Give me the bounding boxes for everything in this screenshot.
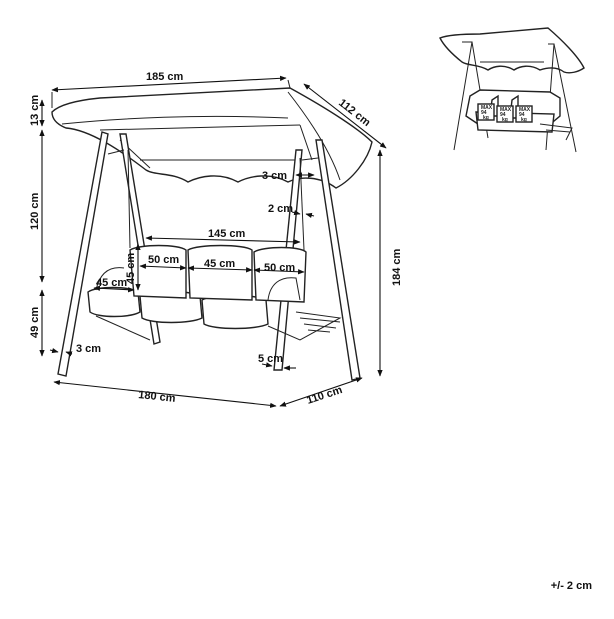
thumb-label-2-line1: MAX [500,107,512,113]
label-canopy-width: 185 cm [146,71,184,83]
left-leg-front [57,131,109,377]
label-base-depth: 110 cm [305,384,344,407]
thumb-label-2-line3: kg [502,117,508,123]
label-canopy-gap: 3 cm [262,170,287,182]
thumb-label-3-line1: MAX [519,107,531,113]
label-seat-left: 50 cm [148,254,179,266]
label-seat-depth: 45 cm [96,277,127,289]
label-seat-right: 50 cm [264,262,295,274]
label-bench-width: 145 cm [208,228,246,240]
label-post-width: 2 cm [268,203,293,215]
label-seat-middle: 45 cm [204,258,235,270]
thumbnail-swing: MAX 94 kg MAX 94 kg MAX 94 kg [439,27,585,153]
label-upper-height: 120 cm [29,192,41,230]
label-canopy-height: 13 cm [29,95,41,126]
label-total-height: 184 cm [391,248,403,286]
thumb-label-3-line2: 94 [519,112,525,118]
dimension-lines [39,75,387,408]
tolerance-note: +/- 2 cm [550,580,592,592]
label-seat-height: 49 cm [29,307,41,338]
thumb-label-1-line1: MAX [481,105,493,111]
seat-bench [87,149,342,341]
thumb-label-2-line2: 94 [500,112,506,118]
swing-frame-drawing [51,87,373,381]
label-base-width: 180 cm [138,389,177,405]
thumb-label-1-line2: 94 [481,110,487,116]
thumb-label-1-line3: kg [483,115,489,121]
thumb-label-3-line3: kg [521,117,527,123]
label-foot-width-right: 5 cm [258,353,283,365]
label-backrest-height: 45 cm [125,253,137,284]
label-foot-width-left: 3 cm [76,343,101,355]
